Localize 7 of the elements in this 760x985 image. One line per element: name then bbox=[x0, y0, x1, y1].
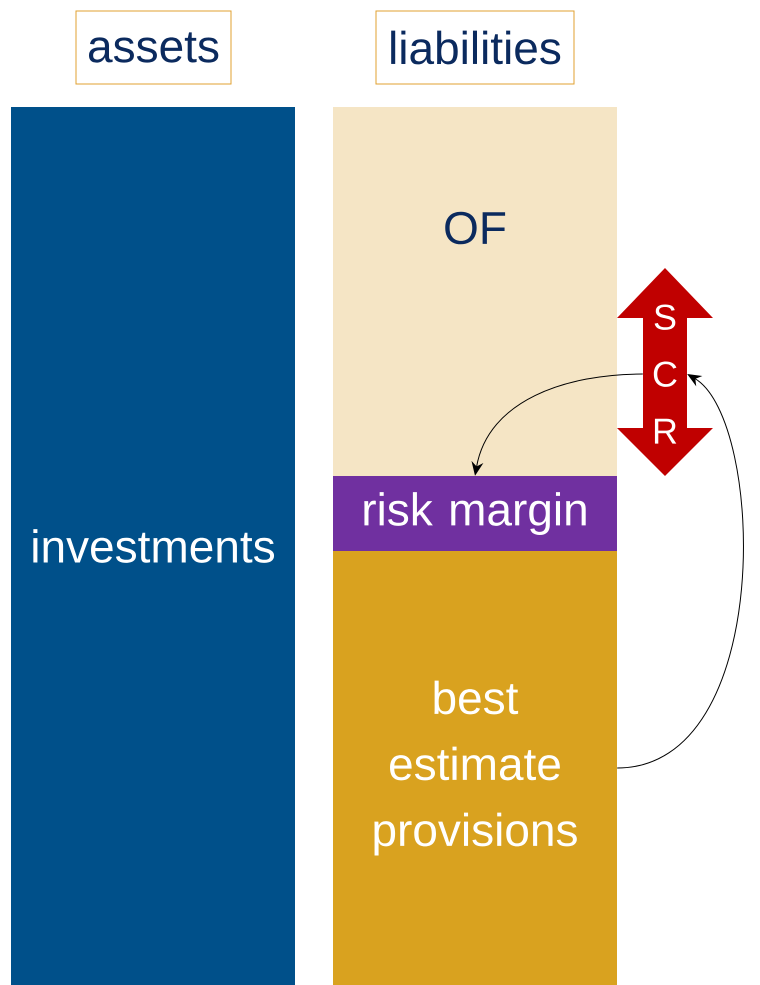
balance-block: investments bbox=[11, 107, 295, 985]
heading-box: liabilities bbox=[376, 10, 574, 84]
band-label: OF bbox=[445, 212, 506, 244]
balance-block: best estimate provisions bbox=[333, 551, 617, 985]
heading-box: assets bbox=[76, 10, 232, 84]
curved-arrow bbox=[616, 374, 744, 768]
balance-block: risk margin bbox=[333, 476, 617, 551]
